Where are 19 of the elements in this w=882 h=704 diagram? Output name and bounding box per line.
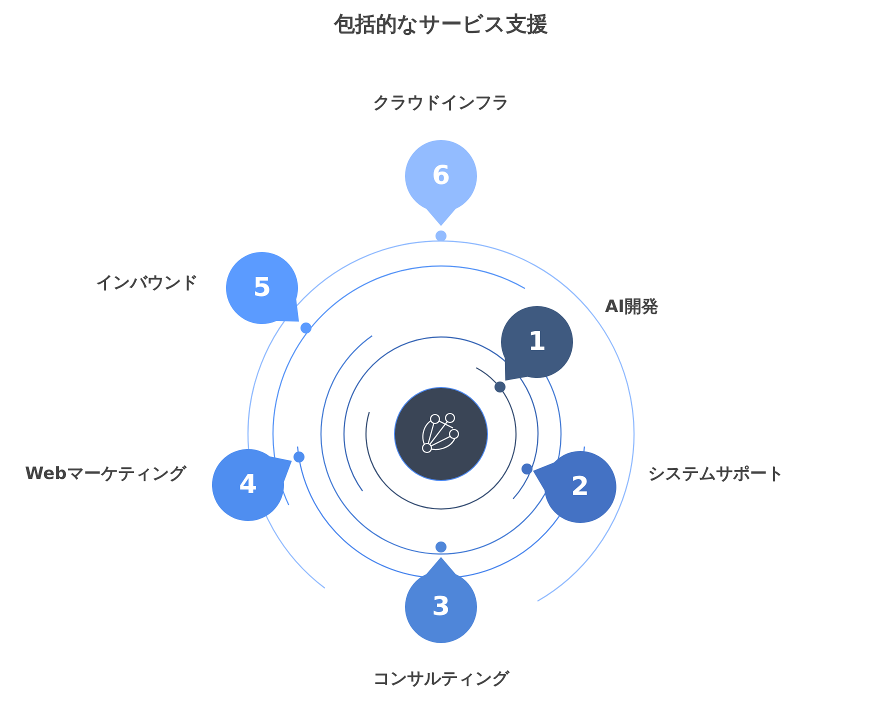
pin-bubble xyxy=(532,451,616,523)
step-number: 4 xyxy=(239,472,258,498)
title: 包括的なサービス支援 xyxy=(334,12,548,36)
service-label: AI開発 xyxy=(605,297,658,318)
service-label: システムサポート xyxy=(648,464,784,484)
pin-bubble xyxy=(405,140,477,226)
service-label: Webマーケティング xyxy=(25,464,186,484)
service-label: クラウドインフラ xyxy=(373,93,509,114)
pin-bubble xyxy=(212,449,292,521)
step-number: 5 xyxy=(253,275,272,301)
step-number: 3 xyxy=(432,594,450,620)
service-label: コンサルティング xyxy=(373,669,509,690)
pin-bubble xyxy=(226,252,299,324)
pin-bubble xyxy=(405,557,477,643)
step-number: 6 xyxy=(432,163,450,189)
pin-bubble xyxy=(501,306,573,381)
step-number: 1 xyxy=(528,329,546,355)
service-label: インバウンド xyxy=(96,273,198,294)
step-number: 2 xyxy=(570,474,590,500)
